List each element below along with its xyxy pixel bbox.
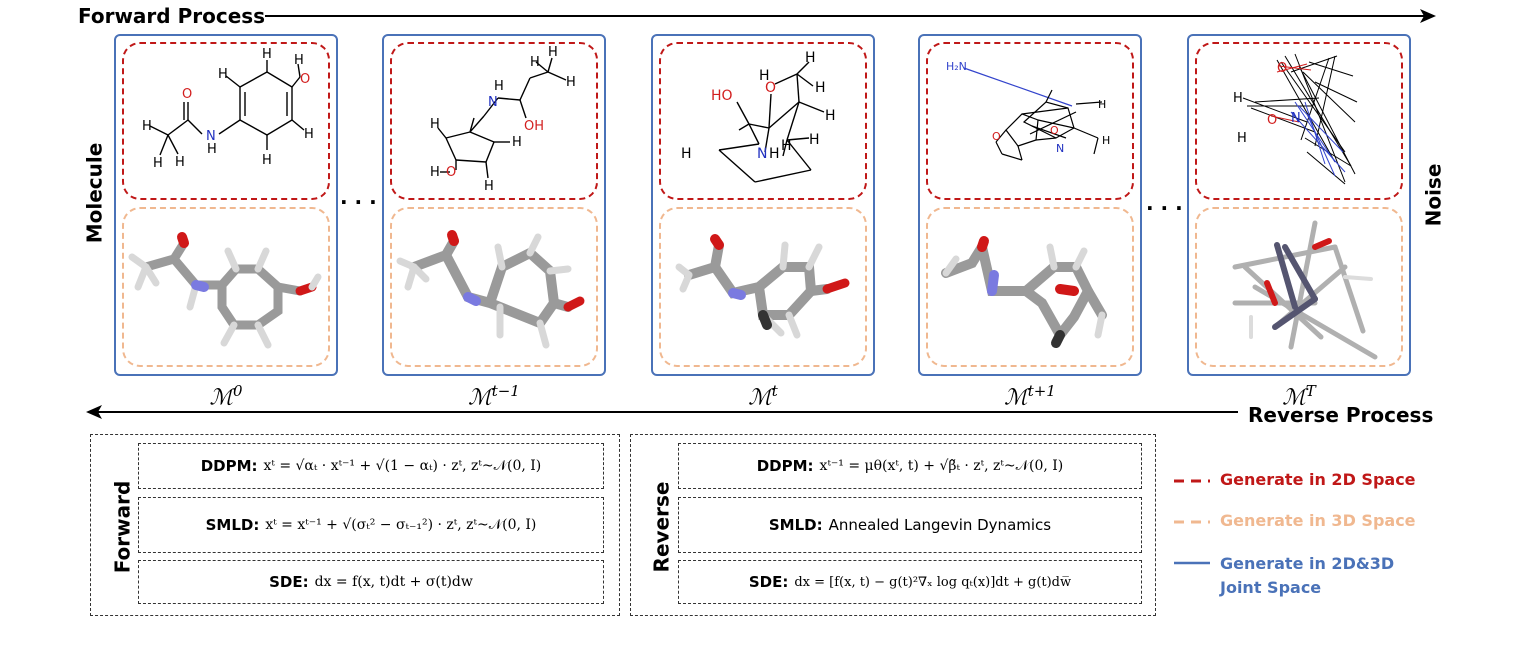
state-label-mt: ℳt — [748, 382, 778, 411]
svg-text:H: H — [759, 68, 770, 84]
svg-text:H: H — [815, 80, 826, 96]
panel-mt-1 — [382, 34, 606, 376]
molecule-side-label: Molecule — [82, 142, 107, 244]
panel-m0 — [114, 34, 338, 376]
svg-text:OH: OH — [524, 119, 544, 134]
box-3d-mt+1 — [926, 207, 1134, 367]
svg-text:H: H — [548, 45, 558, 60]
svg-text:H: H — [512, 135, 522, 150]
molecule-3d-mt-1 — [396, 230, 585, 349]
svg-text:N: N — [488, 95, 498, 110]
svg-text:N: N — [206, 129, 216, 144]
svg-text:H: H — [1237, 131, 1247, 146]
ellipsis-right: · · · — [1146, 196, 1183, 220]
molecule-3d-m0 — [128, 232, 322, 349]
svg-text:H: H — [304, 127, 314, 142]
box-3d-m0 — [122, 207, 330, 367]
forward-arrow — [265, 9, 1436, 23]
svg-text:H: H — [207, 142, 217, 157]
svg-text:N: N — [757, 146, 767, 162]
svg-text:H: H — [1098, 98, 1106, 111]
forward-title: Forward — [110, 480, 135, 574]
svg-text:H: H — [805, 50, 816, 66]
svg-text:O: O — [182, 87, 192, 102]
svg-text:H: H — [825, 108, 836, 124]
svg-text:O: O — [300, 72, 310, 87]
svg-text:N: N — [1291, 111, 1301, 126]
svg-text:H: H — [530, 55, 540, 70]
reverse-equations-box — [630, 434, 1156, 616]
svg-text:H: H — [566, 75, 576, 90]
svg-text:H₂N: H₂N — [946, 60, 967, 73]
legend-2d-label: Generate in 2D Space — [1220, 470, 1416, 489]
forward-equations-box — [90, 434, 620, 616]
legend-joint-label: Generate in 2D&3D Joint Space — [1220, 554, 1395, 597]
molecule-3d-mt — [675, 234, 850, 339]
molecule-2d-mT: H H O O N — [1233, 53, 1358, 185]
panel-mT — [1187, 34, 1411, 376]
molecule-3d-mT — [1232, 220, 1378, 360]
svg-text:H: H — [1233, 91, 1243, 106]
reverse-smld-eq: SMLD:Annealed Langevin Dynamics — [678, 497, 1142, 553]
molecule-2d-mt+1: H₂N O O N H H — [946, 60, 1110, 161]
legend-swatch-joint — [1174, 561, 1210, 565]
forward-smld-eq: SMLD:xᵗ = xᵗ⁻¹ + √(σₜ² − σₜ₋₁²) · zᵗ, zᵗ… — [138, 497, 604, 553]
box-2d-mT — [1195, 42, 1403, 200]
svg-text:H: H — [142, 119, 152, 134]
reverse-sde-eq: SDE:dx = [f(x, t) − g(t)²∇ₓ log qₜ(x)]dt… — [678, 560, 1142, 604]
svg-text:H: H — [430, 117, 440, 132]
reverse-process-label: Reverse Process — [1248, 403, 1434, 427]
noise-side-label: Noise — [1421, 163, 1446, 227]
svg-text:HO: HO — [711, 88, 733, 104]
molecule-2d-mt-1: N H OH H H H H H H H O — [430, 45, 576, 194]
forward-process-label: Forward Process — [78, 4, 266, 28]
svg-text:H: H — [294, 53, 304, 68]
panel-mt — [651, 34, 875, 376]
svg-text:H: H — [809, 132, 820, 148]
box-3d-mT — [1195, 207, 1403, 367]
state-label-mT: ℳT — [1282, 382, 1316, 411]
svg-text:O: O — [446, 165, 456, 180]
svg-text:H: H — [262, 153, 272, 168]
panel-mt+1 — [918, 34, 1142, 376]
reverse-arrow — [86, 405, 1238, 419]
svg-text:O: O — [1050, 124, 1059, 137]
svg-text:H: H — [218, 67, 228, 82]
reverse-ddpm-eq: DDPM:xᵗ⁻¹ = μθ(xᵗ, t) + √β̃ₜ · zᵗ, zᵗ~𝒩(… — [678, 443, 1142, 489]
ellipsis-left: · · · — [340, 190, 377, 214]
svg-text:H: H — [153, 156, 163, 171]
svg-text:H: H — [494, 79, 504, 94]
legend-3d-label: Generate in 3D Space — [1220, 511, 1416, 530]
box-2d-mt+1 — [926, 42, 1134, 200]
svg-text:O: O — [1267, 113, 1277, 128]
svg-text:O: O — [992, 130, 1001, 143]
svg-text:H: H — [1102, 134, 1110, 147]
forward-sde-eq: SDE:dx = f(x, t)dt + σ(t)dw — [138, 560, 604, 604]
legend-swatch-2d — [1174, 479, 1210, 483]
molecule-3d-mt+1 — [941, 236, 1107, 348]
svg-text:H: H — [681, 146, 692, 162]
forward-ddpm-eq: DDPM:xᵗ = √αₜ · xᵗ⁻¹ + √(1 − αₜ) · zᵗ, z… — [138, 443, 604, 489]
svg-text:O: O — [1277, 61, 1287, 76]
box-3d-mt — [659, 207, 867, 367]
box-2d-mt-1 — [390, 42, 598, 200]
box-3d-mt-1 — [390, 207, 598, 367]
svg-text:H: H — [262, 47, 272, 62]
molecule-2d-mt: HO O H N H H H H H H H — [681, 50, 836, 183]
box-2d-mt — [659, 42, 867, 200]
molecule-2d-m0: O N H O H H H H H H H H — [142, 47, 314, 171]
legend-swatch-3d — [1174, 520, 1210, 524]
svg-text:H: H — [769, 146, 780, 162]
svg-text:H: H — [430, 165, 440, 180]
svg-text:H: H — [781, 138, 792, 154]
svg-text:N: N — [1056, 142, 1064, 155]
svg-text:O: O — [765, 80, 776, 96]
svg-text:H: H — [175, 155, 185, 170]
state-label-mt-1: ℳt−1 — [468, 382, 520, 411]
state-label-mt+1: ℳt+1 — [1004, 382, 1056, 411]
reverse-title: Reverse — [649, 481, 674, 573]
box-2d-m0 — [122, 42, 330, 200]
state-label-m0: ℳ0 — [209, 382, 243, 411]
svg-text:H: H — [484, 179, 494, 194]
